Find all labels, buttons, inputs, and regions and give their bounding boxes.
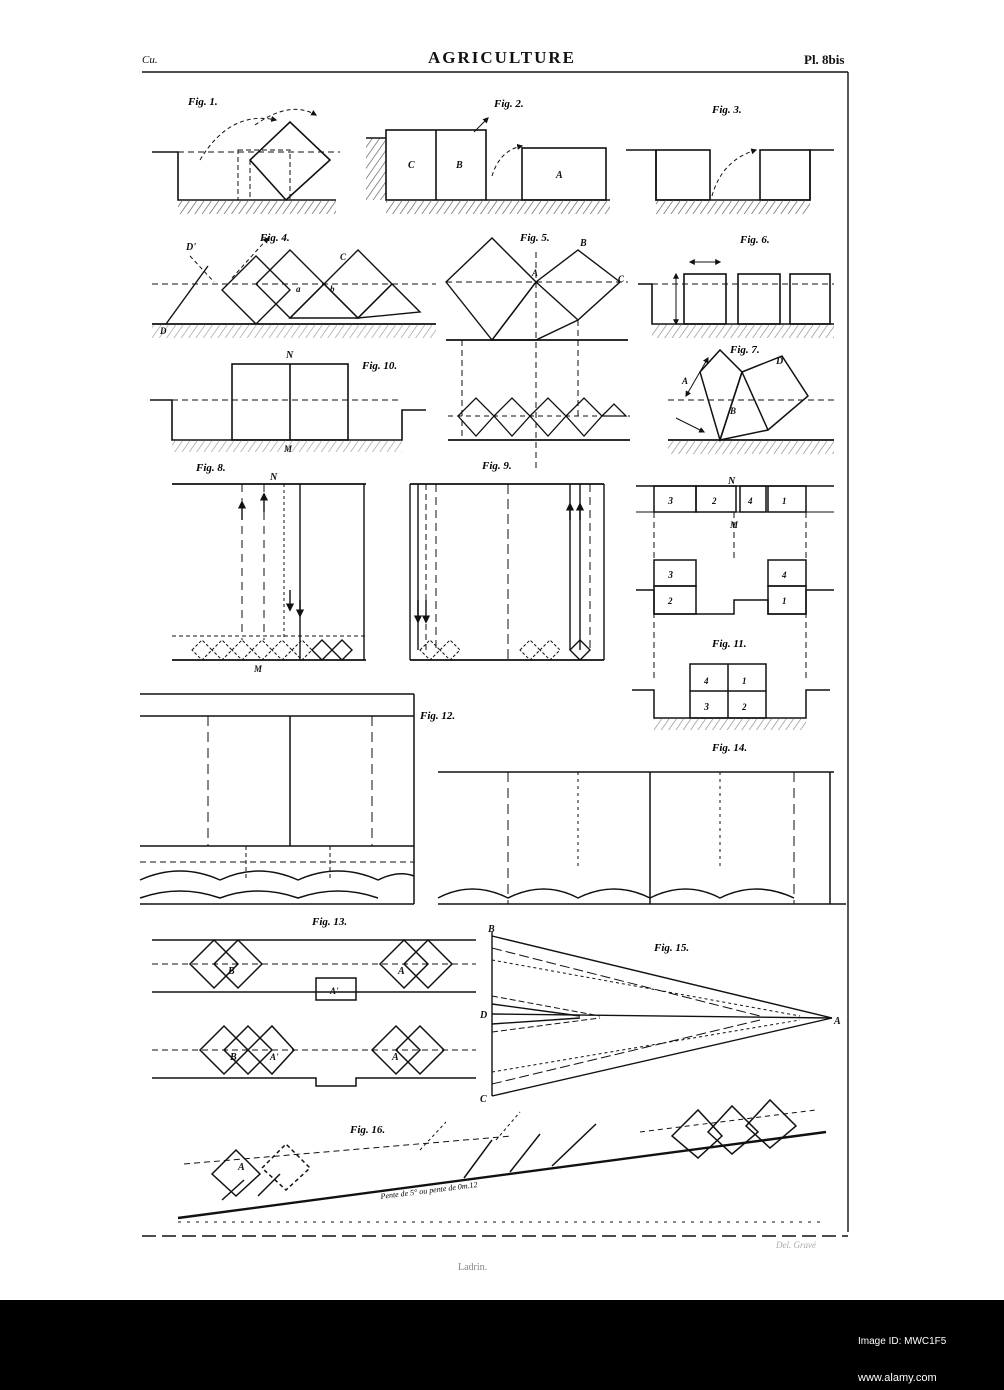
figure-13: B A A' B A' A xyxy=(152,938,476,1087)
svg-text:4: 4 xyxy=(703,676,709,686)
svg-text:A': A' xyxy=(329,986,339,996)
figure-3 xyxy=(626,148,834,214)
caption-fig-14: Fig. 14. xyxy=(712,742,748,754)
figures-drawing: C B A D' C b a xyxy=(139,71,849,1237)
plate-title: AGRICULTURE xyxy=(428,48,576,67)
svg-text:D: D xyxy=(479,1010,487,1021)
svg-text:4: 4 xyxy=(747,496,753,506)
svg-text:2: 2 xyxy=(711,496,717,506)
svg-text:3: 3 xyxy=(667,570,673,581)
svg-text:a: a xyxy=(296,284,301,294)
caption-fig-16: Fig. 16. xyxy=(350,1124,386,1136)
figure-6 xyxy=(638,259,834,338)
caption-fig-2: Fig. 2. xyxy=(494,98,524,110)
figure-9 xyxy=(409,483,605,661)
figure-1 xyxy=(152,108,340,214)
svg-text:B: B xyxy=(455,160,463,171)
svg-text:b: b xyxy=(330,284,335,294)
caption-fig-15: Fig. 15. xyxy=(654,942,690,954)
watermark-logo-left: alamy xyxy=(28,0,120,37)
engraver-signature: Del. Gravé xyxy=(776,1240,816,1250)
svg-text:A: A xyxy=(555,170,563,181)
engraved-plate: AGRICULTURE Cu. Pl. 8bis xyxy=(139,48,849,1273)
svg-text:C: C xyxy=(340,252,347,262)
caption-fig-1: Fig. 1. xyxy=(188,96,218,108)
caption-fig-10: Fig. 10. xyxy=(362,360,398,372)
figure-11: 3 2 4 1 3 2 4 1 4 1 3 2 N M xyxy=(632,476,834,730)
figure-5-detail xyxy=(448,397,630,441)
svg-text:M: M xyxy=(283,444,293,454)
caption-fig-11: Fig. 11. xyxy=(712,638,747,650)
plate-footer-mark: Ladrin. xyxy=(458,1262,488,1273)
svg-text:A: A xyxy=(391,1052,399,1063)
svg-text:A: A xyxy=(237,1162,245,1173)
caption-fig-4: Fig. 4. xyxy=(260,232,290,244)
svg-text:D: D xyxy=(159,326,167,336)
svg-text:C: C xyxy=(618,274,625,284)
svg-text:N: N xyxy=(269,472,278,483)
figure-14 xyxy=(437,771,846,905)
svg-text:D: D xyxy=(775,356,783,367)
watermark-logo-right: alamy xyxy=(857,0,926,27)
plate-number: Pl. 8bis xyxy=(804,52,845,67)
plate-header-left: Cu. xyxy=(142,54,158,66)
caption-fig-8: Fig. 8. xyxy=(196,462,226,474)
svg-text:M: M xyxy=(729,520,739,530)
caption-fig-13: Fig. 13. xyxy=(312,916,348,928)
svg-text:B: B xyxy=(729,406,736,416)
figure-16: A xyxy=(177,1098,827,1223)
svg-text:2: 2 xyxy=(741,702,747,712)
figure-10: N M xyxy=(150,350,426,454)
watermark-url: www.alamy.com xyxy=(858,1372,937,1384)
stock-watermark-band xyxy=(0,1300,1004,1390)
svg-text:N: N xyxy=(285,350,294,361)
figure-15: B D C A xyxy=(479,924,841,1105)
caption-fig-5: Fig. 5. xyxy=(520,232,550,244)
figure-2: C B A xyxy=(366,117,610,214)
figure-7: D A B xyxy=(668,348,834,454)
svg-text:A': A' xyxy=(269,1052,279,1062)
svg-text:3: 3 xyxy=(703,702,709,713)
caption-fig-7: Fig. 7. xyxy=(730,344,760,356)
svg-text:B: B xyxy=(579,238,587,249)
figure-5: B A C xyxy=(445,237,628,470)
caption-fig-3: Fig. 3. xyxy=(712,104,742,116)
svg-text:N: N xyxy=(727,476,736,487)
svg-text:C: C xyxy=(408,160,415,171)
svg-text:D': D' xyxy=(185,242,196,253)
caption-fig-9: Fig. 9. xyxy=(482,460,512,472)
svg-text:A: A xyxy=(833,1016,841,1027)
caption-fig-12: Fig. 12. xyxy=(420,710,456,722)
svg-text:4: 4 xyxy=(781,570,787,580)
figure-8: N M xyxy=(172,472,366,674)
svg-text:A: A xyxy=(397,966,405,977)
svg-text:1: 1 xyxy=(742,676,747,686)
svg-text:A: A xyxy=(531,268,538,278)
svg-text:A: A xyxy=(681,376,688,386)
svg-text:B: B xyxy=(487,924,495,935)
svg-text:M: M xyxy=(253,664,263,674)
svg-text:B: B xyxy=(227,966,235,977)
svg-text:1: 1 xyxy=(782,496,787,506)
watermark-image-id: Image ID: MWC1F5 xyxy=(858,1336,947,1347)
svg-text:1: 1 xyxy=(782,596,787,606)
svg-text:C: C xyxy=(480,1094,487,1105)
svg-text:3: 3 xyxy=(667,496,673,507)
figure-4: D' C b a D xyxy=(152,237,436,338)
svg-text:2: 2 xyxy=(667,596,673,606)
plate-frame xyxy=(142,71,849,1237)
svg-text:B: B xyxy=(229,1052,237,1063)
caption-fig-6: Fig. 6. xyxy=(740,234,770,246)
figure-12 xyxy=(139,693,415,905)
